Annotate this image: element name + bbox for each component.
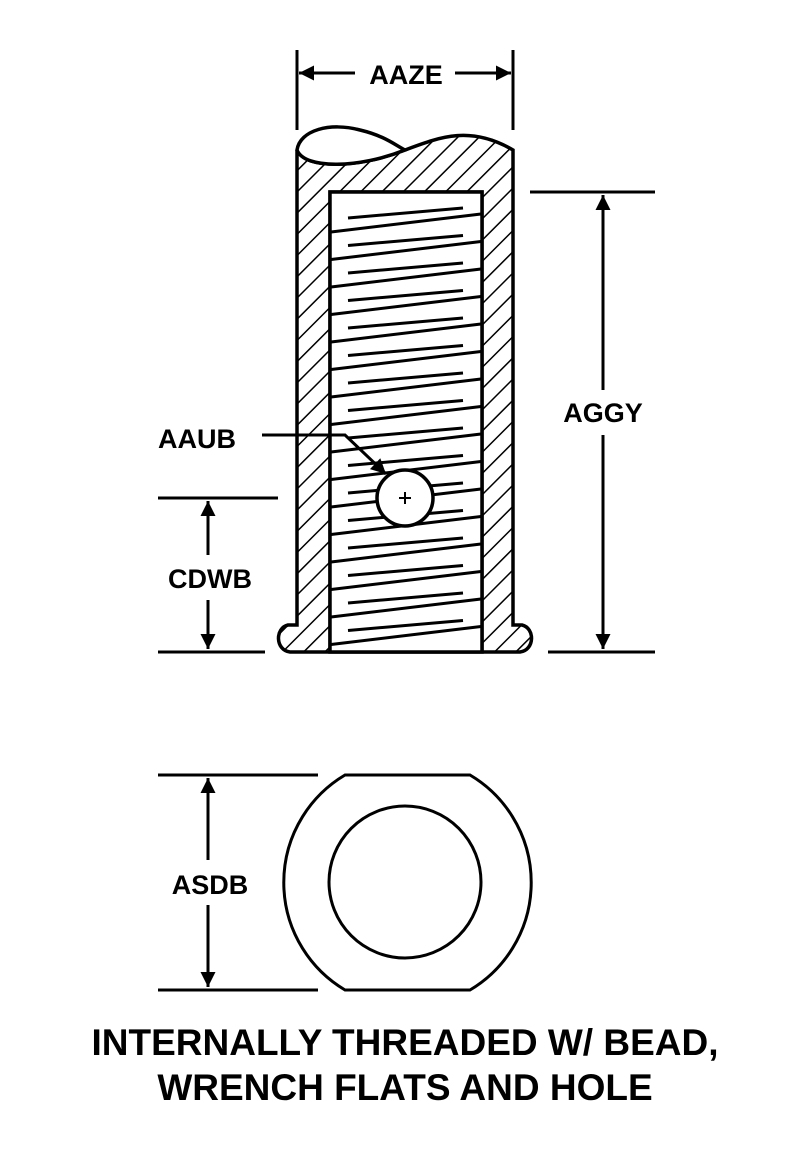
thread-root-line xyxy=(347,289,464,302)
thread-crest-line xyxy=(330,625,482,646)
thread-lines xyxy=(330,206,482,646)
thread-crest-line xyxy=(330,240,482,261)
thread-crest-line xyxy=(330,432,482,454)
thread-crest-line xyxy=(330,322,482,344)
thread-root-line xyxy=(347,426,464,440)
dimension-aaub: AAUB xyxy=(158,424,388,476)
thread-root-line xyxy=(347,234,464,247)
thread-root-line xyxy=(347,564,464,577)
thread-root-line xyxy=(347,454,464,467)
tube-section-view xyxy=(276,125,534,654)
thread-crest-line xyxy=(330,295,482,316)
label-aggy: AGGY xyxy=(563,398,643,428)
thread-crest-line xyxy=(330,377,482,399)
label-aaub: AAUB xyxy=(158,424,236,454)
hole xyxy=(375,468,435,528)
thread-root-line xyxy=(347,619,464,632)
thread-crest-line xyxy=(330,350,482,371)
thread-crest-line xyxy=(330,570,482,591)
caption-line-1: INTERNALLY THREADED W/ BEAD, xyxy=(92,1022,719,1063)
bore-circle xyxy=(327,804,483,960)
label-cdwb: CDWB xyxy=(168,564,252,594)
label-asdb: ASDB xyxy=(172,870,249,900)
thread-crest-line xyxy=(330,405,482,426)
thread-root-line xyxy=(347,261,464,275)
label-aaze: AAZE xyxy=(369,60,443,90)
dimension-cdwb: CDWB xyxy=(158,496,278,654)
thread-root-line xyxy=(347,591,464,605)
dimension-aaze: AAZE xyxy=(295,50,515,130)
thread-root-line xyxy=(347,371,464,385)
thread-root-line xyxy=(347,536,464,550)
thread-crest-line xyxy=(330,542,482,564)
thread-root-line xyxy=(347,399,464,412)
thread-root-line xyxy=(347,316,464,330)
tube-top-break xyxy=(295,125,410,166)
end-view xyxy=(282,773,533,992)
dimension-aggy: AGGY xyxy=(530,190,655,654)
thread-crest-line xyxy=(330,267,482,289)
caption-line-2: WRENCH FLATS AND HOLE xyxy=(157,1067,652,1108)
thread-crest-line xyxy=(330,212,482,234)
dimension-asdb: ASDB xyxy=(158,773,318,992)
thread-crest-line xyxy=(330,597,482,619)
thread-root-line xyxy=(347,344,464,357)
thread-root-line xyxy=(347,206,464,220)
